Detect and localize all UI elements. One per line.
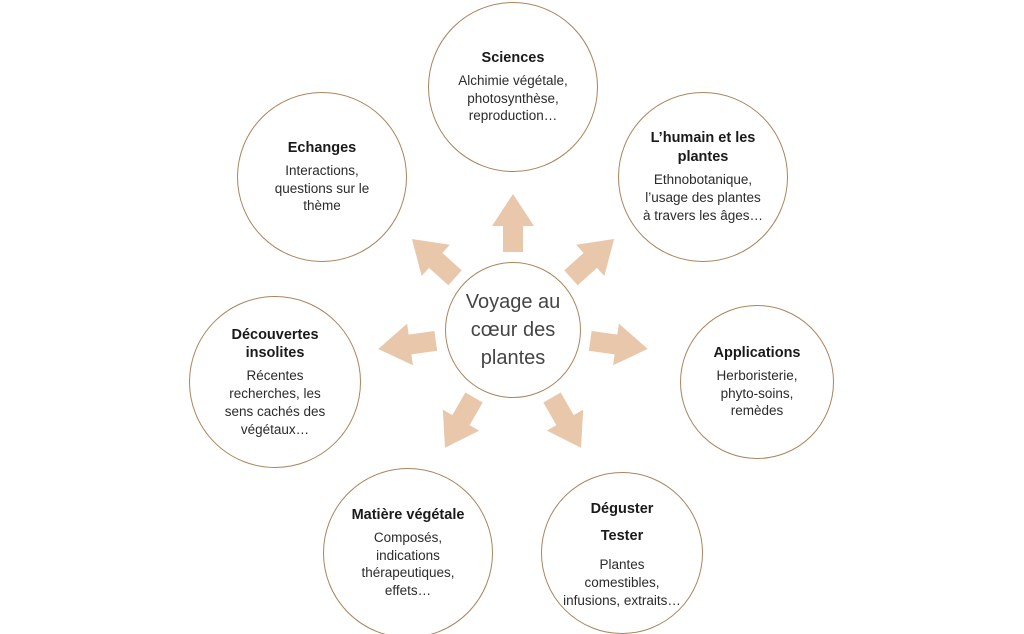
node-matiere-vegetale: Matière végétale Composés, indications t… <box>323 468 493 634</box>
node-body: Ethnobotanique, l’usage des plantes à tr… <box>642 172 764 223</box>
node-decouvertes-insolites: Découvertes insolites Récentes recherche… <box>189 296 361 468</box>
arrow-to-decouvertes-icon <box>375 320 439 370</box>
node-sciences: Sciences Alchimie végétale, photosynthès… <box>428 2 598 172</box>
node-body: Herboristerie, phyto-soins, remèdes <box>716 367 798 419</box>
node-title: L’humain et les plantes <box>650 130 756 166</box>
arrow-to-humain-icon <box>556 223 629 294</box>
node-body: Interactions, questions sur le thème <box>274 162 370 214</box>
node-applications: Applications Herboristerie, phyto-soins,… <box>680 305 834 459</box>
arrow-to-deguster-icon <box>533 387 600 459</box>
node-body: Récentes recherches, les sens cachés des… <box>224 368 326 437</box>
node-humain-et-les-plantes: L’humain et les plantes Ethnobotanique, … <box>618 92 788 262</box>
arrow-to-echanges-icon <box>397 223 470 294</box>
center-label: Voyage au cœur des plantes <box>465 291 561 369</box>
node-echanges: Echanges Interactions, questions sur le … <box>237 92 407 262</box>
node-title: Déguster Tester <box>590 501 654 545</box>
node-body: Plantes comestibles, infusions, extraits… <box>563 557 681 608</box>
node-body: Alchimie végétale, photosynthèse, reprod… <box>458 72 568 124</box>
node-title: Sciences <box>481 49 545 66</box>
node-deguster-tester: Déguster Tester Plantes comestibles, inf… <box>541 472 703 634</box>
arrow-to-matiere-icon <box>426 387 493 459</box>
node-title: Matière végétale <box>351 506 465 523</box>
arrow-to-sciences-icon <box>492 194 534 252</box>
node-title: Applications <box>713 344 801 361</box>
center-node: Voyage au cœur des plantes <box>445 262 581 398</box>
arrow-to-applications-icon <box>587 320 651 370</box>
node-title: Echanges <box>287 139 357 156</box>
node-title: Découvertes insolites <box>231 326 319 362</box>
node-body: Composés, indications thérapeutiques, ef… <box>361 529 455 599</box>
